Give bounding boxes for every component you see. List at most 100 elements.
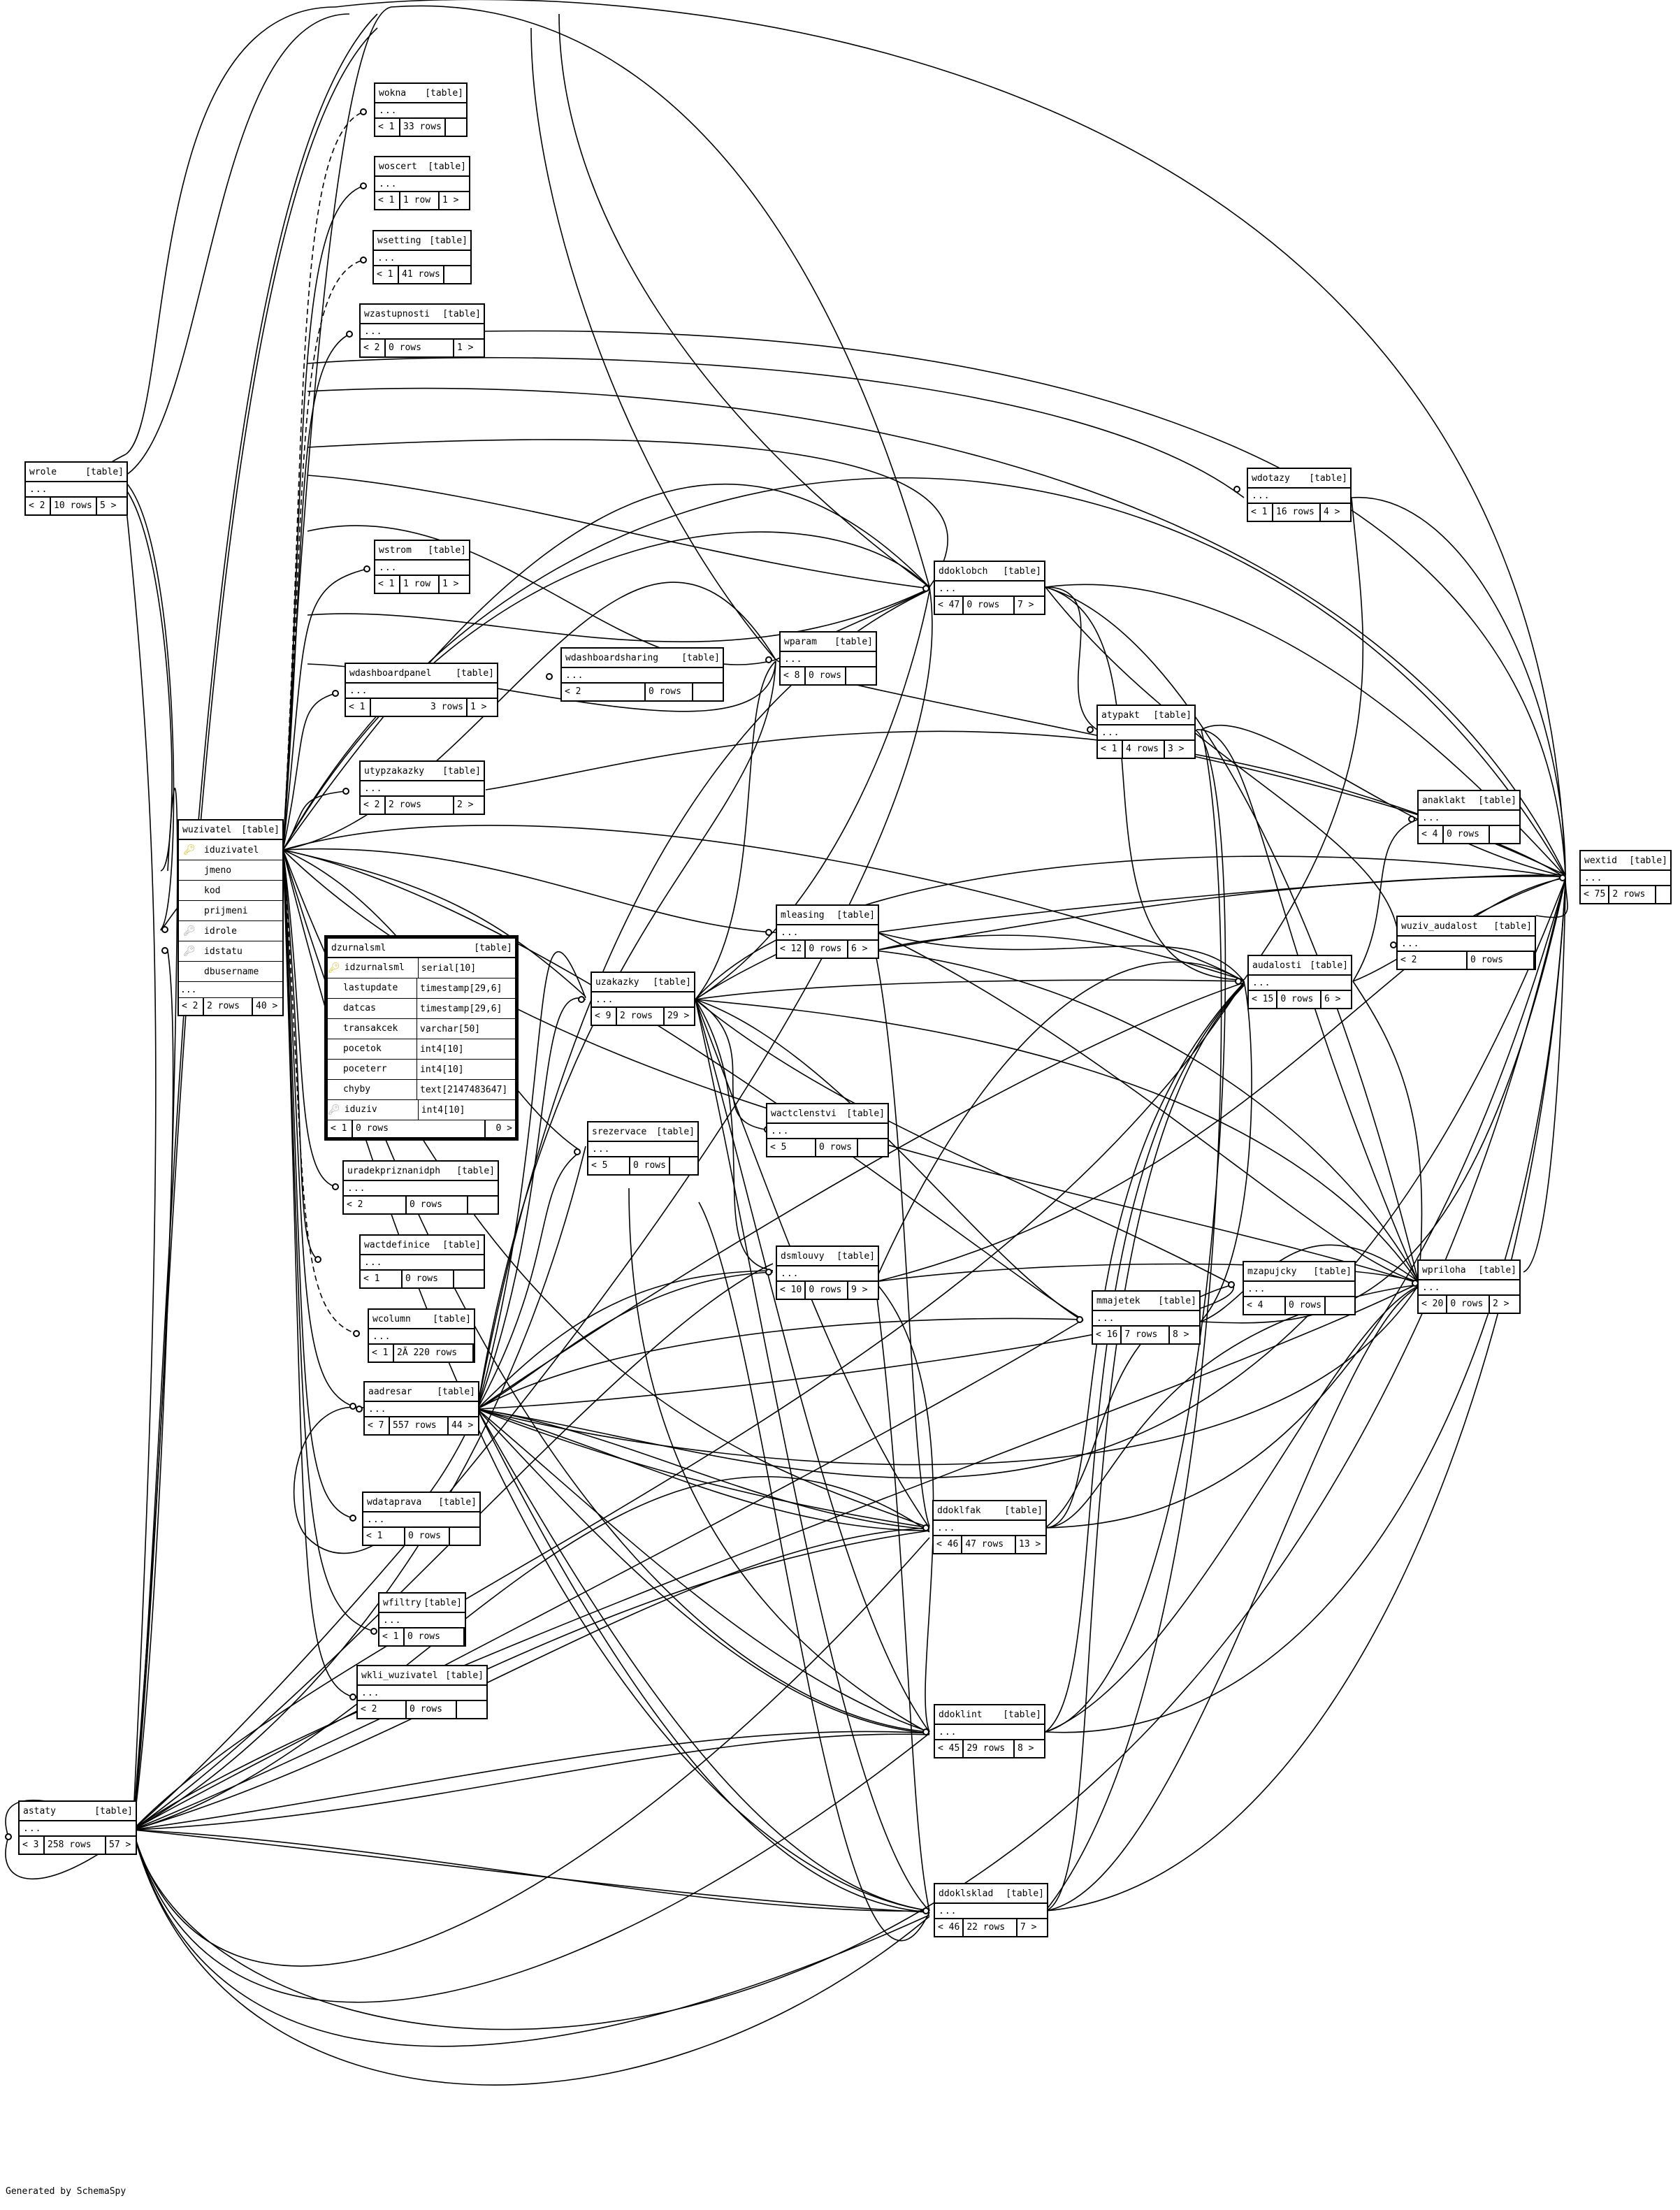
- children-count[interactable]: 9 >: [851, 1285, 868, 1295]
- children-count[interactable]: 57 >: [109, 1840, 131, 1850]
- children-count[interactable]: 2 >: [457, 800, 474, 810]
- parents-count[interactable]: < 1: [1248, 504, 1273, 521]
- table-name[interactable]: wparam: [784, 637, 817, 647]
- table-name[interactable]: wstrom: [379, 545, 412, 556]
- children-count[interactable]: 2 >: [1493, 1299, 1509, 1309]
- table-name[interactable]: wuzivatel: [182, 825, 232, 835]
- children-count[interactable]: 7 >: [1020, 1922, 1037, 1933]
- table-name[interactable]: ddoklint: [939, 1710, 983, 1720]
- parents-count[interactable]: < 75: [1581, 886, 1610, 903]
- table-name[interactable]: wuziv_audalost: [1401, 921, 1478, 932]
- table-name[interactable]: atypakt: [1101, 710, 1140, 721]
- table-name[interactable]: wpriloha: [1422, 1265, 1466, 1276]
- parents-count[interactable]: < 20: [1419, 1296, 1448, 1313]
- children-count[interactable]: [1656, 886, 1670, 903]
- parents-count[interactable]: < 8: [781, 667, 806, 684]
- parents-count[interactable]: < 1: [375, 192, 400, 209]
- children-count[interactable]: [846, 667, 876, 684]
- parents-count[interactable]: < 47: [935, 597, 964, 614]
- parents-count[interactable]: < 12: [777, 941, 806, 958]
- table-name[interactable]: ddoklobch: [939, 566, 988, 577]
- parents-count[interactable]: < 1: [369, 1345, 394, 1362]
- table-name[interactable]: wkli_wuzivatel: [361, 1670, 438, 1681]
- children-count[interactable]: 7 >: [1018, 600, 1034, 610]
- children-count[interactable]: 40 >: [256, 1001, 278, 1011]
- table-name[interactable]: audalosti: [1252, 960, 1302, 971]
- column-row[interactable]: kod: [179, 881, 282, 901]
- children-count[interactable]: [454, 1271, 484, 1287]
- children-count[interactable]: 1 >: [442, 579, 459, 589]
- table-name[interactable]: woscert: [379, 161, 417, 172]
- children-count[interactable]: 5 >: [100, 500, 117, 511]
- parents-count[interactable]: < 2: [358, 1701, 407, 1718]
- children-count[interactable]: 1 >: [442, 195, 459, 205]
- parents-count[interactable]: < 2: [344, 1197, 407, 1213]
- parents-count[interactable]: < 15: [1249, 991, 1278, 1008]
- children-count[interactable]: 3 >: [1168, 744, 1185, 754]
- children-count[interactable]: [446, 119, 475, 136]
- column-row[interactable]: dbusername: [179, 962, 282, 982]
- table-name[interactable]: dzurnalsml: [331, 943, 386, 953]
- children-count[interactable]: [444, 266, 474, 283]
- table-name[interactable]: astaty: [23, 1806, 56, 1817]
- children-count[interactable]: 6 >: [851, 944, 868, 954]
- table-name[interactable]: wokna: [379, 88, 407, 99]
- parents-count[interactable]: < 46: [934, 1536, 963, 1553]
- parents-count[interactable]: < 10: [777, 1282, 806, 1299]
- children-count[interactable]: 0 >: [495, 1123, 512, 1134]
- children-count[interactable]: [450, 1528, 479, 1545]
- children-count[interactable]: 13 >: [1019, 1539, 1041, 1550]
- children-count[interactable]: [670, 1157, 700, 1174]
- table-name[interactable]: wdotazy: [1252, 473, 1290, 484]
- children-count[interactable]: [1490, 826, 1519, 843]
- table-name[interactable]: wsetting: [377, 236, 421, 246]
- parents-count[interactable]: < 45: [935, 1740, 964, 1757]
- column-row[interactable]: prijmeni: [179, 901, 282, 921]
- table-name[interactable]: wcolumn: [372, 1314, 411, 1324]
- table-wuzivatel[interactable]: wuzivatel[table] 🔑︎iduzivatel jmeno kod …: [178, 819, 284, 1016]
- parents-count[interactable]: < 5: [767, 1139, 816, 1156]
- children-count[interactable]: [1326, 1297, 1355, 1314]
- parents-count[interactable]: < 1: [346, 699, 371, 716]
- table-name[interactable]: mleasing: [781, 910, 825, 920]
- table-name[interactable]: anaklakt: [1422, 795, 1466, 806]
- parents-count[interactable]: < 16: [1093, 1327, 1122, 1343]
- table-name[interactable]: uradekpriznanidph: [347, 1166, 441, 1176]
- table-name[interactable]: utypzakazky: [364, 766, 425, 777]
- table-name[interactable]: aadresar: [368, 1387, 412, 1397]
- table-name[interactable]: mmajetek: [1096, 1296, 1140, 1306]
- children-count[interactable]: 44 >: [451, 1420, 474, 1431]
- children-count[interactable]: 8 >: [1173, 1329, 1189, 1340]
- table-name[interactable]: wrole: [29, 467, 57, 477]
- table-name[interactable]: ddoklsklad: [939, 1888, 994, 1899]
- table-name[interactable]: wdataprava: [367, 1497, 422, 1508]
- parents-count[interactable]: < 1: [328, 1120, 353, 1137]
